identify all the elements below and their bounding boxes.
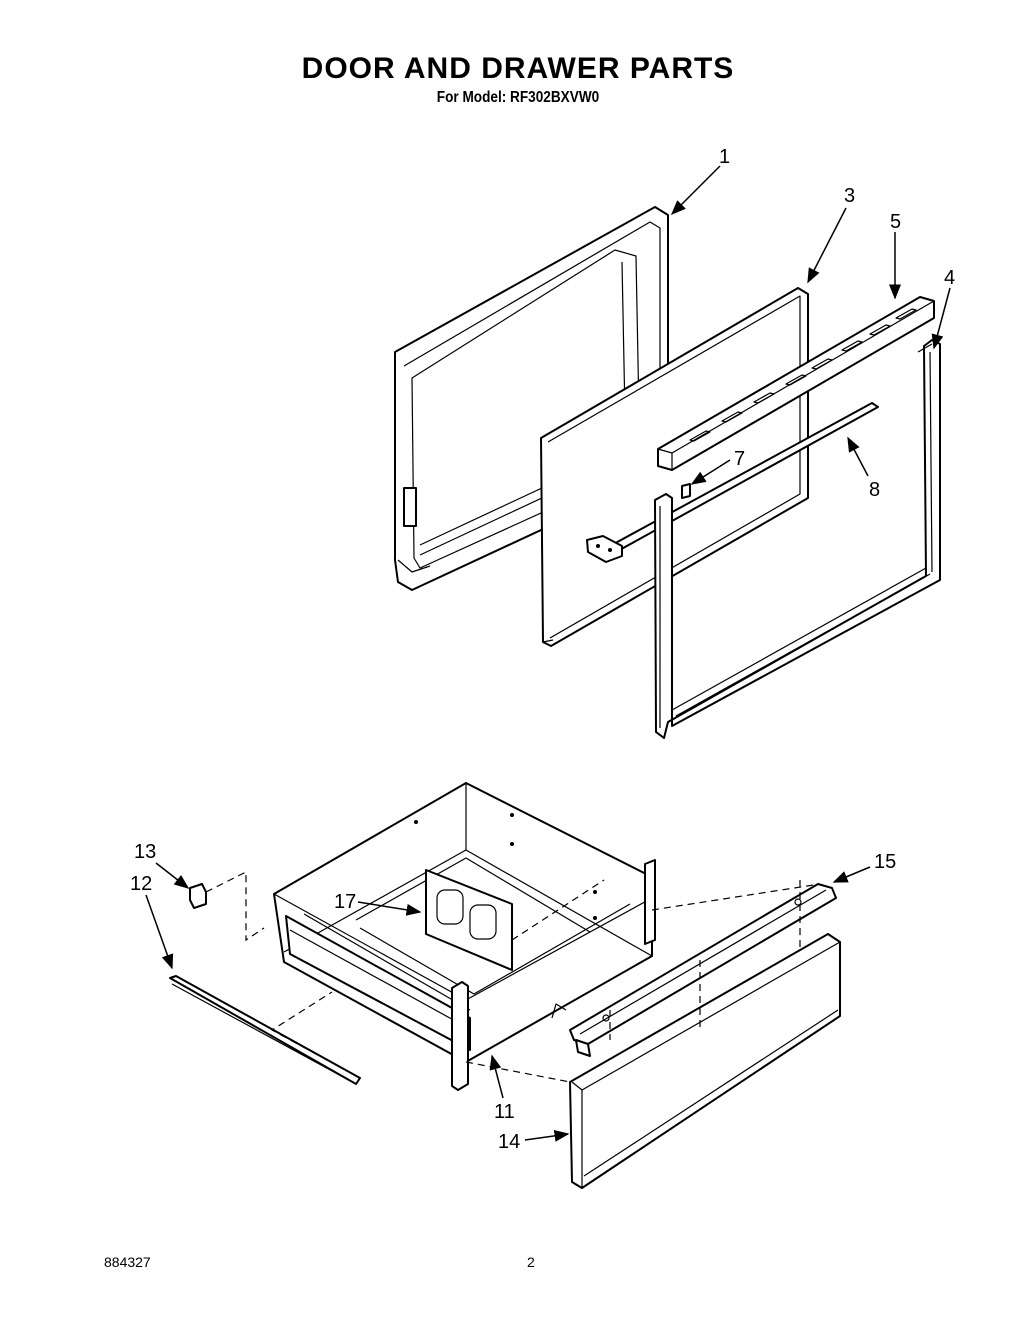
callout-11: 11 <box>494 1101 515 1123</box>
callout-5: 5 <box>890 211 901 233</box>
callout-14: 14 <box>498 1131 520 1153</box>
callout-4: 4 <box>944 267 955 289</box>
page-number: 2 <box>527 1254 535 1270</box>
callout-7: 7 <box>734 448 745 470</box>
drawer-bracket <box>425 869 513 971</box>
callout-15: 15 <box>874 851 896 873</box>
drawer-stop-clip <box>189 883 207 909</box>
assembly-guide-lines <box>205 871 821 1083</box>
callout-leaders <box>145 165 951 1142</box>
door-vent-strip <box>657 296 935 471</box>
door-handle-bar <box>586 402 879 563</box>
callout-12: 12 <box>130 873 152 895</box>
drawer-front-panel <box>569 933 841 1189</box>
model-subtitle: For Model: RF302BXVW0 <box>436 89 600 106</box>
callout-13: 13 <box>134 841 156 863</box>
callout-8: 8 <box>869 479 880 501</box>
callout-labels: 1 3 5 4 7 8 11 12 13 14 15 17 <box>130 146 955 1153</box>
document-number: 884327 <box>104 1254 151 1270</box>
callout-3: 3 <box>844 185 855 207</box>
handle-clip <box>681 483 691 499</box>
callout-1: 1 <box>719 146 730 168</box>
callout-17: 17 <box>334 891 356 913</box>
page-title: DOOR AND DRAWER PARTS <box>301 52 735 85</box>
